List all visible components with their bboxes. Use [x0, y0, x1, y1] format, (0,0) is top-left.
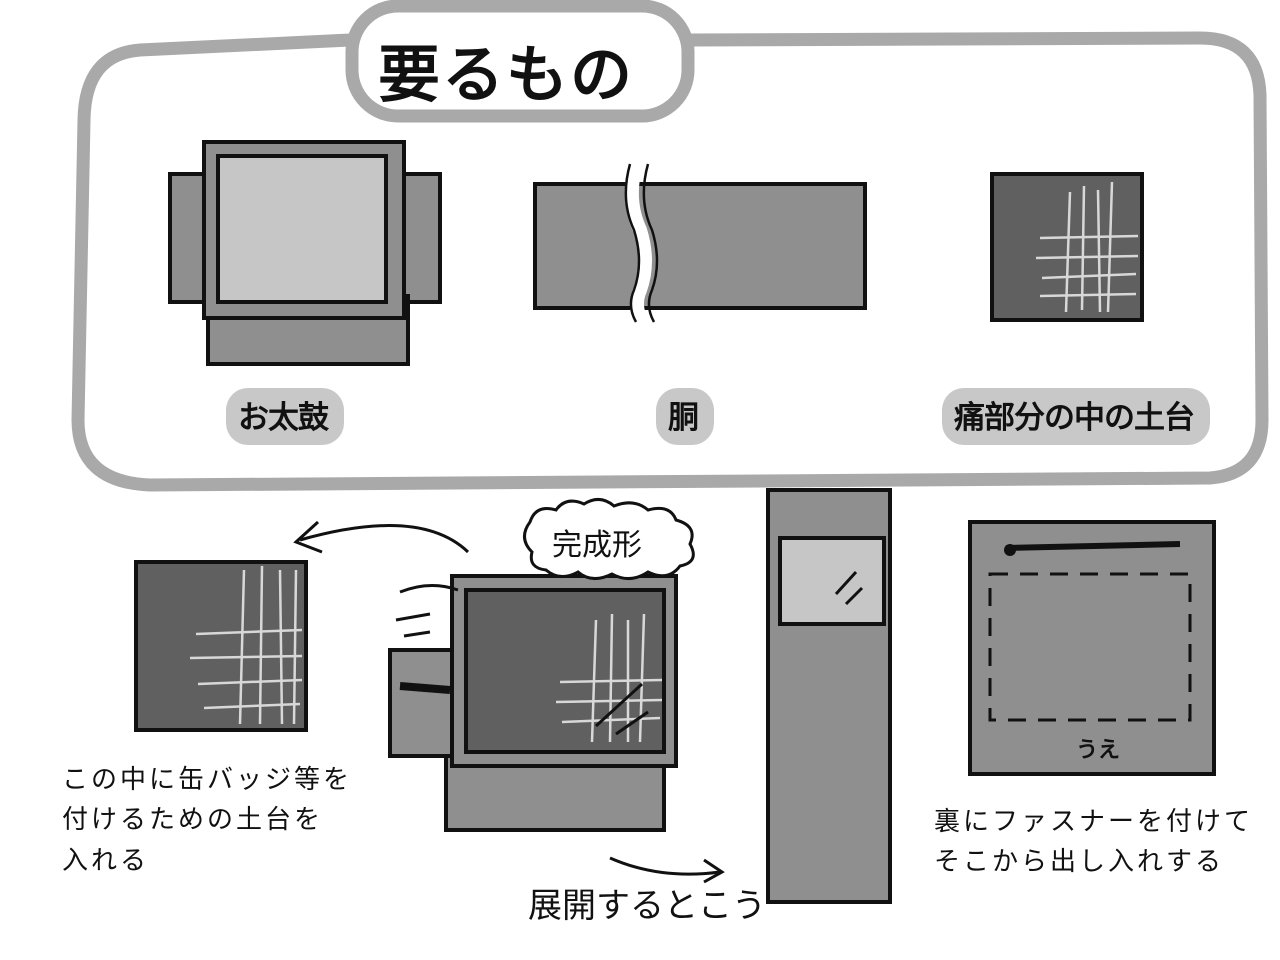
- unfolded-illustration: [766, 488, 892, 904]
- arrow-head: [293, 520, 323, 554]
- items-frame: [71, 31, 1269, 492]
- badge-base-note-line: この中に缶バッジ等を: [62, 765, 353, 795]
- arrow-to-base: [299, 524, 470, 554]
- zipper-note-line: そこから出し入れする: [934, 847, 1225, 878]
- unfold-label: 展開するとこう: [528, 886, 766, 926]
- page-title: 要るもの: [378, 38, 635, 111]
- unfold-arrow-head: [703, 858, 725, 884]
- item-label-base: 痛部分の中の土台: [942, 388, 1210, 445]
- item-label-dou: 胴: [656, 388, 714, 445]
- title-bubble: [345, 0, 695, 123]
- zipper-note-line: 裏にファスナーを付けて: [934, 807, 1254, 837]
- item-label-otaiko: お太鼓: [226, 388, 344, 445]
- zipper-line: [1005, 541, 1181, 551]
- badge-base-illustration: [134, 560, 308, 732]
- base-illustration: [990, 172, 1144, 322]
- finished-illustration: [388, 574, 678, 832]
- zipper-note: 裏にファスナーを付けて そこから出し入れする: [934, 802, 1253, 883]
- back-illustration: [968, 520, 1216, 776]
- badge-base-note: この中に缶バッジ等を 付けるための土台を 入れる: [62, 760, 352, 881]
- finished-bubble: [523, 498, 695, 580]
- badge-base-note-line: 入れる: [62, 845, 150, 876]
- top-mark-label: うえ: [1076, 738, 1121, 763]
- dou-illustration: [533, 162, 867, 326]
- finished-label: 完成形: [552, 528, 642, 563]
- badge-base-note-line: 付けるための土台を: [62, 805, 324, 836]
- otaiko-illustration: [168, 140, 442, 366]
- unfold-arrow: [609, 856, 721, 876]
